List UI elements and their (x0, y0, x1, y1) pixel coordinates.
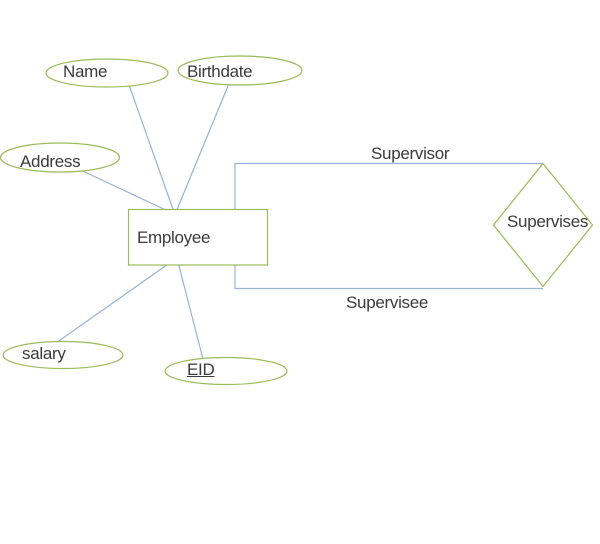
employee-entity-label: Employee (137, 228, 211, 247)
salary-attribute-label: salary (22, 344, 66, 363)
connectors (55, 80, 543, 360)
eid-attribute-ellipse (164, 356, 288, 386)
employee-entity-rect (127, 208, 269, 266)
address-employee-connector (69, 164, 171, 213)
birthdate-attribute-label: Birthdate (187, 62, 253, 81)
supervisee-role-label: Supervisee (346, 293, 429, 312)
name-attribute-ellipse (45, 58, 169, 88)
birthdate-employee-connector (175, 80, 231, 213)
eid-key-attribute-label: EID (187, 360, 215, 379)
supervises-relationship-label: Supervises (507, 212, 589, 231)
eid-employee-connector (177, 261, 204, 360)
address-attribute-ellipse (0, 142, 121, 173)
supervises-relationship-diamond (492, 162, 594, 288)
salary-attribute-ellipse (2, 340, 124, 370)
supervisor-role-label: Supervisor (371, 144, 450, 163)
name-attribute-label: Name (63, 62, 108, 81)
salary-employee-connector (55, 261, 172, 344)
supervisor-role-connector (234, 162, 543, 212)
name-employee-connector (127, 81, 175, 213)
supervisee-role-connector (234, 262, 543, 290)
birthdate-attribute-ellipse (177, 55, 303, 86)
shapes (0, 55, 594, 386)
address-attribute-label: Address (20, 152, 81, 171)
